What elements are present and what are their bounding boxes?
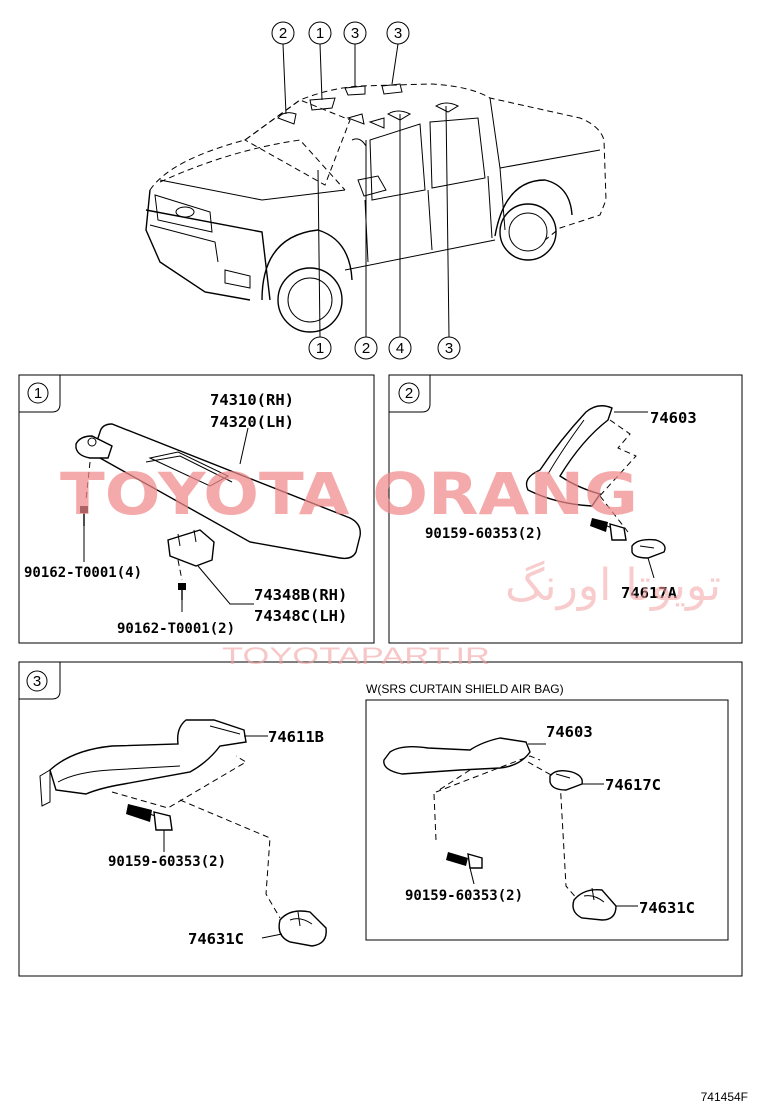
callout-bottom-3: 4 xyxy=(388,336,412,360)
callout-number: 4 xyxy=(396,340,404,357)
part-label: 74631C xyxy=(188,930,244,948)
callout-top-4: 3 xyxy=(386,21,410,45)
visor-pivot xyxy=(75,435,113,459)
screw-icon xyxy=(178,583,186,600)
callout-bottom-4: 3 xyxy=(437,336,461,360)
panel-1-sun-visor: 1 74310(RH) 74320(LH) 90162-T0001(4) 743… xyxy=(18,374,375,644)
panel-index: 3 xyxy=(33,673,41,690)
callout-top-3: 3 xyxy=(343,21,367,45)
part-label: 74631C xyxy=(639,899,695,917)
variant-subpanel: 74603 74617C 90159-60353(2) 74631C xyxy=(365,699,729,941)
part-label: 90159-60353(2) xyxy=(108,854,226,870)
grip-clip xyxy=(549,769,583,791)
watermark-text: TOYOTAPART.IR xyxy=(222,643,490,670)
grip-bracket xyxy=(572,889,617,921)
panel-3-assist-grip: 3 74611B 90159-60353(2) 74631C W(SRS CUR… xyxy=(18,661,743,977)
panel-index: 1 xyxy=(34,385,42,402)
part-label: 90162-T0001(4) xyxy=(24,565,142,581)
callout-number: 3 xyxy=(445,340,453,357)
variant-note: W(SRS CURTAIN SHIELD AIR BAG) xyxy=(366,682,564,696)
callout-number: 3 xyxy=(351,25,359,42)
truck-illustration xyxy=(145,83,607,333)
assist-grip xyxy=(383,737,531,775)
part-label: 90159-60353(2) xyxy=(425,526,543,542)
part-label: 74320(LH) xyxy=(210,413,294,431)
callout-number: 1 xyxy=(316,340,324,357)
part-label: 74603 xyxy=(650,409,697,427)
diagram-code: 741454F xyxy=(701,1090,748,1104)
assist-grip xyxy=(49,719,247,795)
part-label: 74617A xyxy=(621,584,678,602)
callout-number: 2 xyxy=(279,25,287,42)
panel-index: 2 xyxy=(405,385,413,402)
callout-number: 3 xyxy=(394,25,402,42)
part-label: 90159-60353(2) xyxy=(405,888,523,904)
grip-bracket xyxy=(278,910,327,947)
callout-number: 1 xyxy=(316,25,324,42)
part-label: 74603 xyxy=(546,723,593,741)
callout-bottom-1: 1 xyxy=(308,336,332,360)
callout-leaders xyxy=(282,43,450,338)
part-label: 74348C(LH) xyxy=(254,607,347,625)
part-label: 90162-T0001(2) xyxy=(117,621,235,637)
screw-icon xyxy=(126,804,173,831)
callout-number: 2 xyxy=(362,340,370,357)
watermark-text: تویوتا اورنگ xyxy=(505,560,721,611)
watermark: TOYOTA ORANG تویوتا اورنگ TOYOTAPART.IR xyxy=(60,460,721,670)
part-label: 74348B(RH) xyxy=(254,586,347,604)
part-label: 74310(RH) xyxy=(210,391,294,409)
callout-bottom-2: 2 xyxy=(354,336,378,360)
screw-icon xyxy=(446,852,483,869)
part-label: 74611B xyxy=(268,728,324,746)
callout-top-1: 2 xyxy=(271,21,295,45)
callout-top-2: 1 xyxy=(308,21,332,45)
panel-2-assist-grip: 2 74603 90159-60353(2) 74617A xyxy=(388,374,743,644)
part-label: 74617C xyxy=(605,776,661,794)
visor-holder xyxy=(167,529,215,567)
watermark-text: TOYOTA ORANG xyxy=(60,460,638,528)
grip-clip xyxy=(631,538,666,559)
screw-icon xyxy=(590,518,627,541)
screw-icon xyxy=(80,506,88,526)
